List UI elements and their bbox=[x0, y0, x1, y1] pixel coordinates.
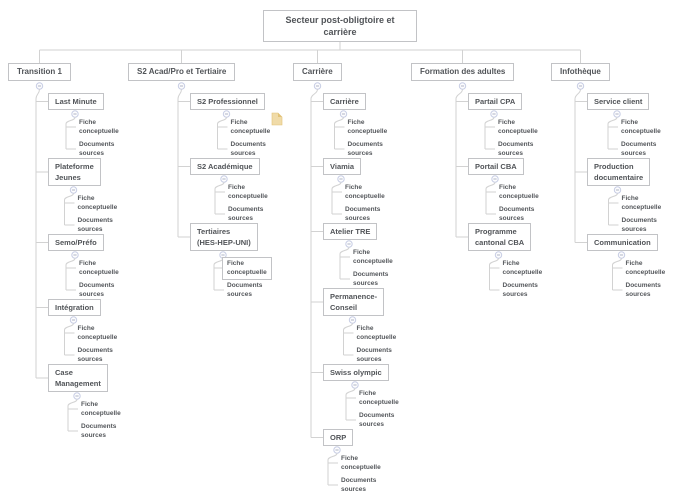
node-s2-professionnel[interactable]: S2 Professionnel bbox=[190, 93, 265, 110]
leaf-fiche-conceptuelle[interactable]: Fiche conceptuelle bbox=[499, 184, 539, 200]
node-swiss-olympic[interactable]: Swiss olympic bbox=[323, 364, 389, 381]
connector-line bbox=[484, 117, 495, 149]
connector-line bbox=[608, 193, 618, 225]
leaf-documents-sources[interactable]: Documents sources bbox=[356, 347, 392, 363]
leaf-documents-sources[interactable]: Documents sources bbox=[228, 206, 264, 222]
connector-line bbox=[67, 399, 78, 431]
leaf-fiche-conceptuelle[interactable]: Fiche conceptuelle bbox=[356, 325, 397, 341]
node-production-documentaire[interactable]: Production documentaire bbox=[587, 158, 651, 186]
node-carriere[interactable]: Carrière bbox=[323, 93, 366, 110]
node-atelier-tre[interactable]: Atelier TRE bbox=[323, 223, 378, 240]
node-service-client[interactable]: Service client bbox=[587, 93, 650, 110]
connector-line bbox=[339, 247, 350, 279]
leaf-fiche-conceptuelle[interactable]: Fiche conceptuelle bbox=[341, 455, 381, 471]
node-tertiaires-hes-hep-uni[interactable]: Tertiaires (HES-HEP-UNI) bbox=[190, 223, 258, 251]
leaf-documents-sources[interactable]: Documents sources bbox=[353, 271, 389, 287]
node-s2-academique[interactable]: S2 Académique bbox=[190, 158, 260, 175]
connector-line bbox=[177, 89, 182, 237]
connector-line bbox=[64, 323, 74, 355]
leaf-documents-sources[interactable]: Documents sources bbox=[345, 206, 381, 222]
leaf-fiche-conceptuelle[interactable]: Fiche conceptuelle bbox=[228, 184, 268, 200]
leaf-documents-sources[interactable]: Documents sources bbox=[498, 141, 534, 157]
node-plateforme-jeunes[interactable]: Plateforme Jeunes bbox=[48, 158, 101, 186]
connector-line bbox=[331, 182, 342, 214]
node-viamia[interactable]: Viamia bbox=[323, 158, 362, 175]
leaf-documents-sources[interactable]: Documents sources bbox=[227, 282, 263, 298]
node-secteur-post-obligtoire-et[interactable]: Secteur post-obligtoire et carrière bbox=[263, 10, 417, 42]
leaf-documents-sources[interactable]: Documents sources bbox=[625, 282, 661, 298]
connector-line bbox=[334, 117, 344, 149]
leaf-documents-sources[interactable]: Documents sources bbox=[621, 141, 657, 157]
leaf-documents-sources[interactable]: Documents sources bbox=[341, 477, 377, 493]
leaf-documents-sources[interactable]: Documents sources bbox=[502, 282, 538, 298]
leaf-fiche-conceptuelle[interactable]: Fiche conceptuelle bbox=[621, 195, 662, 211]
node-integration[interactable]: Intégration bbox=[48, 299, 101, 316]
connector-line bbox=[612, 258, 622, 290]
node-semo-prefo[interactable]: Semo/Préfo bbox=[48, 234, 104, 251]
node-case-management[interactable]: Case Management bbox=[48, 364, 108, 392]
connector-line bbox=[310, 89, 318, 438]
node-transition-1[interactable]: Transition 1 bbox=[8, 63, 71, 81]
node-formation-des-adultes[interactable]: Formation des adultes bbox=[411, 63, 515, 81]
leaf-documents-sources[interactable]: Documents sources bbox=[81, 423, 117, 439]
leaf-fiche-conceptuelle[interactable]: Fiche conceptuelle bbox=[81, 401, 121, 417]
node-portail-cba[interactable]: Portail CBA bbox=[468, 158, 524, 175]
leaf-fiche-conceptuelle[interactable]: Fiche conceptuelle bbox=[498, 119, 538, 135]
leaf-fiche-conceptuelle[interactable]: Fiche conceptuelle bbox=[79, 119, 119, 135]
connector-line bbox=[607, 117, 618, 149]
leaf-fiche-conceptuelle[interactable]: Fiche conceptuelle bbox=[621, 119, 661, 135]
leaf-documents-sources[interactable]: Documents sources bbox=[347, 141, 383, 157]
node-s2-acad-pro-et-tertiaire[interactable]: S2 Acad/Pro et Tertiaire bbox=[128, 63, 236, 81]
leaf-documents-sources[interactable]: Documents sources bbox=[359, 412, 395, 428]
leaf-fiche-conceptuelle[interactable]: Fiche conceptuelle bbox=[502, 260, 543, 276]
connector-line bbox=[217, 117, 227, 149]
leaf-fiche-conceptuelle[interactable]: Fiche conceptuelle bbox=[353, 249, 393, 265]
leaf-fiche-conceptuelle[interactable]: Fiche conceptuelle bbox=[77, 195, 118, 211]
connector-line bbox=[214, 182, 225, 214]
connector-line bbox=[489, 258, 499, 290]
leaf-fiche-conceptuelle[interactable]: Fiche conceptuelle bbox=[347, 119, 388, 135]
leaf-documents-sources[interactable]: Documents sources bbox=[79, 141, 115, 157]
node-orp[interactable]: ORP bbox=[323, 429, 354, 446]
node-programme-cantonal-cba[interactable]: Programme cantonal CBA bbox=[468, 223, 532, 251]
file-icon bbox=[271, 112, 283, 126]
leaf-documents-sources[interactable]: Documents sources bbox=[621, 217, 657, 233]
connector-line bbox=[455, 89, 463, 237]
node-permanence-conseil[interactable]: Permanence- Conseil bbox=[323, 288, 385, 316]
connector-line bbox=[65, 117, 76, 149]
leaf-fiche-conceptuelle[interactable]: Fiche conceptuelle bbox=[230, 119, 271, 135]
node-communication[interactable]: Communication bbox=[587, 234, 658, 251]
node-partail-cpa[interactable]: Partail CPA bbox=[468, 93, 523, 110]
connector-line bbox=[64, 193, 74, 225]
connector-line bbox=[327, 453, 338, 485]
connector-line bbox=[345, 388, 356, 420]
leaf-documents-sources[interactable]: Documents sources bbox=[77, 347, 113, 363]
connector-line bbox=[485, 182, 496, 214]
connector-line bbox=[35, 89, 40, 378]
node-last-minute[interactable]: Last Minute bbox=[48, 93, 104, 110]
leaf-documents-sources[interactable]: Documents sources bbox=[77, 217, 113, 233]
leaf-fiche-conceptuelle[interactable]: Fiche conceptuelle bbox=[359, 390, 399, 406]
node-carriere[interactable]: Carrière bbox=[293, 63, 342, 81]
connector-line bbox=[574, 89, 581, 243]
leaf-fiche-conceptuelle[interactable]: Fiche conceptuelle bbox=[77, 325, 118, 341]
leaf-fiche-conceptuelle[interactable]: Fiche conceptuelle bbox=[345, 184, 385, 200]
leaf-fiche-conceptuelle[interactable]: Fiche conceptuelle bbox=[222, 257, 272, 280]
leaf-documents-sources[interactable]: Documents sources bbox=[499, 206, 535, 222]
leaf-documents-sources[interactable]: Documents sources bbox=[230, 141, 266, 157]
connector-line bbox=[65, 258, 76, 290]
leaf-documents-sources[interactable]: Documents sources bbox=[79, 282, 115, 298]
connector-line bbox=[343, 323, 353, 355]
leaf-fiche-conceptuelle[interactable]: Fiche conceptuelle bbox=[79, 260, 119, 276]
node-infotheque[interactable]: Infothèque bbox=[551, 63, 610, 81]
leaf-fiche-conceptuelle[interactable]: Fiche conceptuelle bbox=[625, 260, 666, 276]
